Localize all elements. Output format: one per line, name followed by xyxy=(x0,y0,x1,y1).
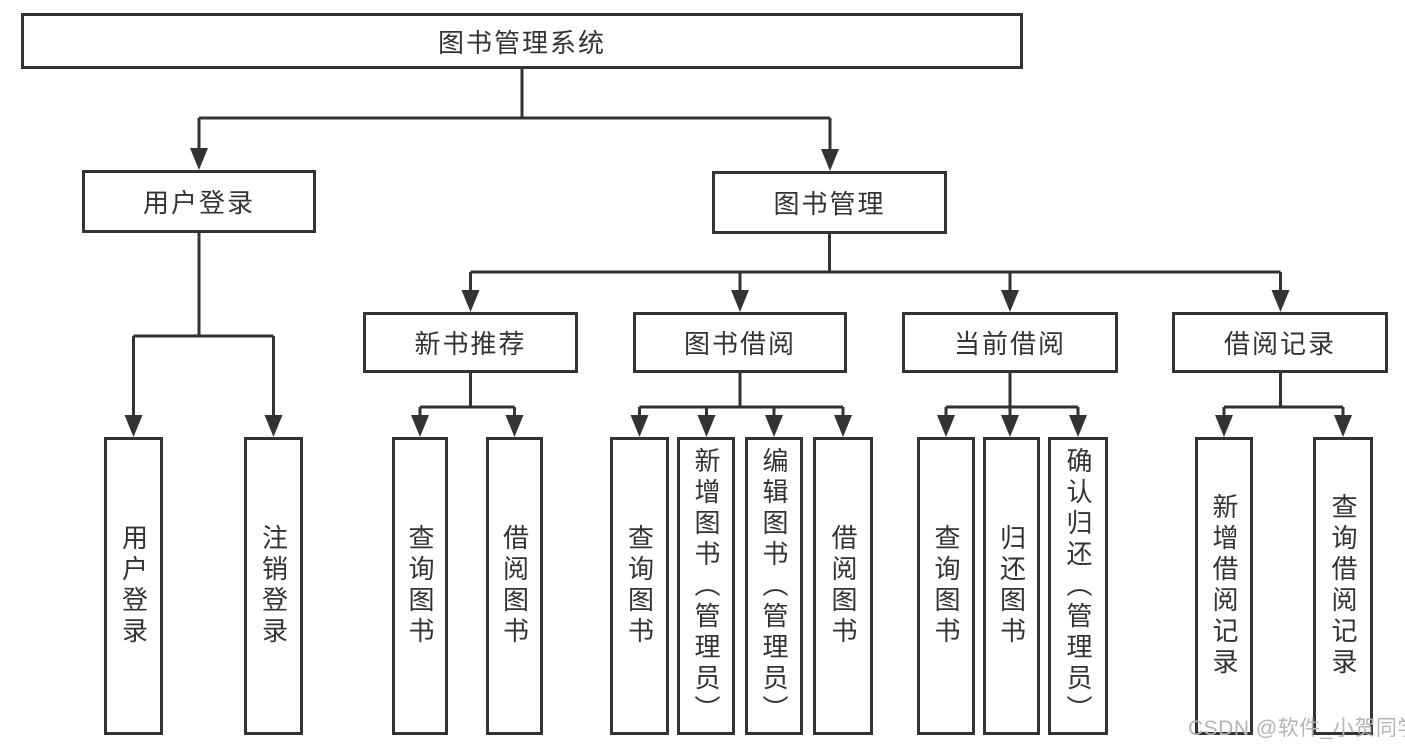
arrowhead-icon xyxy=(124,415,143,437)
arrowhead-icon xyxy=(1001,290,1019,312)
leaf-add-book-admin: 新增图书（管理员） xyxy=(677,437,735,735)
node-label: 编辑图书（管理员） xyxy=(759,446,789,726)
leaf-query-books-current: 查询图书 xyxy=(917,437,975,735)
arrowhead-icon xyxy=(765,415,783,437)
node-label: 新增借阅记录 xyxy=(1209,493,1239,679)
arrowhead-icon xyxy=(821,149,839,171)
node-current-borrowing: 当前借阅 xyxy=(902,312,1118,373)
node-label: 借阅记录 xyxy=(1223,329,1336,359)
node-label: 新书推荐 xyxy=(414,329,527,359)
arrowhead-icon xyxy=(411,415,429,437)
node-label: 用户登录 xyxy=(118,524,149,648)
node-borrowing-records: 借阅记录 xyxy=(1172,312,1388,373)
leaf-add-borrow-record: 新增借阅记录 xyxy=(1195,437,1253,735)
leaf-user-login: 用户登录 xyxy=(104,437,163,735)
node-label: 图书管理 xyxy=(773,189,886,219)
leaf-edit-book-admin: 编辑图书（管理员） xyxy=(745,437,803,735)
leaf-query-borrow-record: 查询借阅记录 xyxy=(1313,437,1373,735)
node-label: 查询图书 xyxy=(405,524,435,648)
leaf-confirm-return-admin: 确认归还（管理员） xyxy=(1048,437,1108,735)
node-label: 确认归还（管理员） xyxy=(1063,446,1093,726)
node-library-management-system: 图书管理系统 xyxy=(21,13,1023,69)
arrowhead-icon xyxy=(697,415,716,437)
arrowhead-icon xyxy=(731,290,749,312)
node-label: 归还图书 xyxy=(996,524,1027,648)
leaf-query-books-borrow: 查询图书 xyxy=(610,437,669,735)
arrowhead-icon xyxy=(1334,415,1352,437)
node-label: 新增图书（管理员） xyxy=(691,446,721,726)
arrowhead-icon xyxy=(630,415,649,437)
watermark-text: CSDN @软件_小贺同学 xyxy=(1188,717,1405,740)
leaf-query-books-recommend: 查询图书 xyxy=(392,437,448,735)
leaf-return-book: 归还图书 xyxy=(983,437,1040,735)
node-book-borrowing: 图书借阅 xyxy=(633,312,847,373)
node-label: 查询借阅记录 xyxy=(1328,493,1358,679)
node-label: 注销登录 xyxy=(258,524,289,648)
arrowhead-icon xyxy=(461,290,480,312)
node-new-book-recommendation: 新书推荐 xyxy=(363,312,578,373)
arrowhead-icon xyxy=(1001,415,1019,437)
leaf-borrow-books-recommend: 借阅图书 xyxy=(486,437,543,735)
node-book-management: 图书管理 xyxy=(712,171,947,234)
node-label: 查询图书 xyxy=(624,524,655,648)
arrowhead-icon xyxy=(834,415,852,437)
arrowhead-icon xyxy=(505,415,524,437)
node-user-login: 用户登录 xyxy=(82,170,316,233)
arrowhead-icon xyxy=(1069,415,1087,437)
node-label: 借阅图书 xyxy=(828,524,858,648)
arrowhead-icon xyxy=(190,148,208,170)
node-label: 当前借阅 xyxy=(953,329,1066,359)
node-label: 图书借阅 xyxy=(683,329,796,359)
arrowhead-icon xyxy=(1271,290,1290,312)
arrowhead-icon xyxy=(264,415,283,437)
arrowhead-icon xyxy=(1215,415,1233,437)
leaf-borrow-books: 借阅图书 xyxy=(813,437,873,735)
arrowhead-icon xyxy=(937,415,955,437)
leaf-logout: 注销登录 xyxy=(244,437,303,735)
node-label: 图书管理系统 xyxy=(437,27,606,58)
node-label: 借阅图书 xyxy=(499,524,530,648)
node-label: 用户登录 xyxy=(142,188,255,218)
node-label: 查询图书 xyxy=(931,524,961,648)
